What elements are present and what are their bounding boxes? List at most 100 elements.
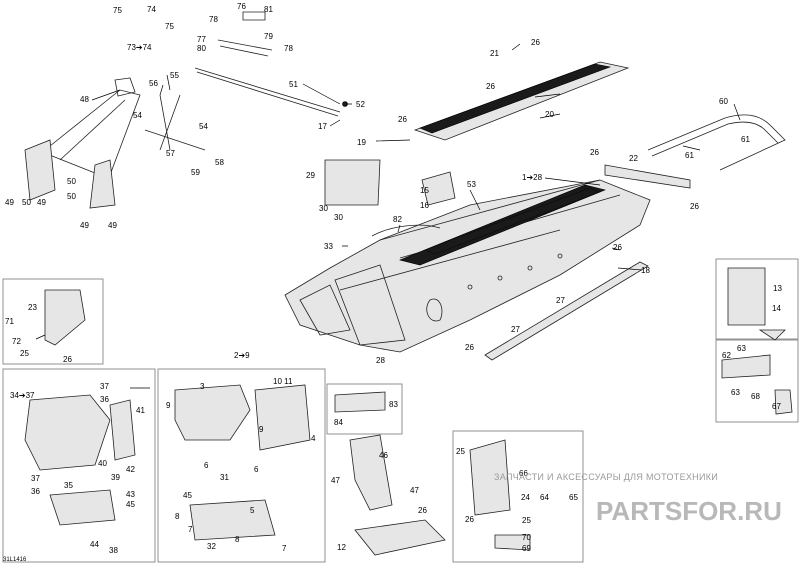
spindle-46 [349,434,393,511]
callout-c41: 41 [136,406,145,415]
callout-c60: 60 [719,97,728,106]
callout-c49d: 49 [108,221,117,230]
callout-c49c: 49 [80,221,89,230]
callout-c84: 84 [334,418,343,427]
callout-c22: 22 [629,154,638,163]
callout-c76: 76 [237,2,246,11]
callout-c12: 12 [337,543,346,552]
callout-c7b: 7 [282,544,287,553]
callout-c26d: 26 [590,148,599,157]
steering-column-51 [194,67,341,117]
callout-c3437: 34➔37 [10,391,35,400]
callout-c16: 16 [420,201,429,210]
part-62 [721,354,771,379]
callout-c38: 38 [109,546,118,555]
callout-c50b: 50 [67,177,76,186]
callout-c65: 65 [569,493,578,502]
inset-box-24 [452,430,584,563]
inset-box-23 [2,278,104,365]
callout-c5: 5 [250,506,255,515]
mount-15 [421,171,456,206]
bracket-41 [109,399,136,461]
bracket-83 [334,391,386,413]
main-chassis-tunnel [284,179,651,353]
callout-c35: 35 [64,481,73,490]
callout-c26c: 26 [398,115,407,124]
bracket-81 [242,11,266,21]
callout-c70: 70 [522,533,531,542]
callout-c26e: 26 [690,202,699,211]
callout-c26j: 26 [465,515,474,524]
callout-c79: 79 [264,32,273,41]
front-frame-48 [24,77,141,209]
bulkhead-34 [24,394,111,471]
callout-c81: 81 [264,5,273,14]
part-14 [758,329,786,341]
callout-c26a: 26 [531,38,540,47]
callout-c7a: 7 [188,525,193,534]
callout-c7374: 73➔74 [127,43,152,52]
callout-c24: 24 [521,493,530,502]
callout-c48: 48 [80,95,89,104]
callout-c67: 67 [772,402,781,411]
callout-c61a: 61 [741,135,750,144]
frame-4 [254,384,311,451]
callout-c32: 32 [207,542,216,551]
callout-c75b: 75 [165,22,174,31]
callout-c45b: 45 [183,491,192,500]
callout-c18: 18 [641,266,650,275]
callout-c71: 71 [5,317,14,326]
callout-c29b: 2➔9 [234,351,250,360]
rear-bracket-22 [604,164,691,189]
callout-c36b: 36 [31,487,40,496]
callout-c28: 28 [376,356,385,365]
part-23 [44,289,86,346]
callout-c40: 40 [98,459,107,468]
callout-c49b: 49 [37,198,46,207]
callout-c50c: 50 [67,192,76,201]
callout-c49a: 49 [5,198,14,207]
skid-plate-12 [354,519,446,556]
callout-c80: 80 [197,44,206,53]
callout-c77: 77 [197,35,206,44]
callout-c27a: 27 [556,296,565,305]
watermark-brand: PARTSFOR.RU [596,496,782,526]
callout-c37a: 37 [100,382,109,391]
callout-c82: 82 [393,215,402,224]
callout-c78a: 78 [209,15,218,24]
callout-c27b: 27 [511,325,520,334]
inset-box-2 [157,368,326,563]
plate-5 [189,499,276,541]
callout-c74a: 74 [147,5,156,14]
frame-3 [174,384,251,441]
callout-c9a: 9 [166,401,171,410]
clip-69 [494,534,531,551]
callout-c52: 52 [356,100,365,109]
callout-c43: 43 [126,490,135,499]
callout-c29: 29 [306,171,315,180]
callout-c15: 15 [420,186,429,195]
callout-c23: 23 [28,303,37,312]
callout-c26h: 26 [63,355,72,364]
callout-c8b: 8 [235,535,240,544]
callout-c66: 66 [519,469,528,478]
drawing-reference: 31L1416 [3,557,27,563]
callout-c1011: 10 11 [273,377,293,386]
callout-c25c: 25 [522,516,531,525]
callout-c63b: 63 [731,388,740,397]
callout-c75a: 75 [113,6,122,15]
callout-c54a: 54 [133,111,142,120]
callout-c37b: 37 [31,474,40,483]
callout-c45a: 45 [126,500,135,509]
callout-c128: 1➔28 [522,173,543,182]
plate-29 [324,159,381,206]
callout-c3: 3 [200,382,205,391]
callout-c50a: 50 [22,198,31,207]
callout-c57: 57 [166,149,175,158]
watermark-tagline: ЗАПЧАСТИ И АКСЕССУАРЫ ДЛЯ МОТОТЕХНИКИ [494,472,718,482]
part-67 [774,389,793,415]
callout-c59: 59 [191,168,200,177]
